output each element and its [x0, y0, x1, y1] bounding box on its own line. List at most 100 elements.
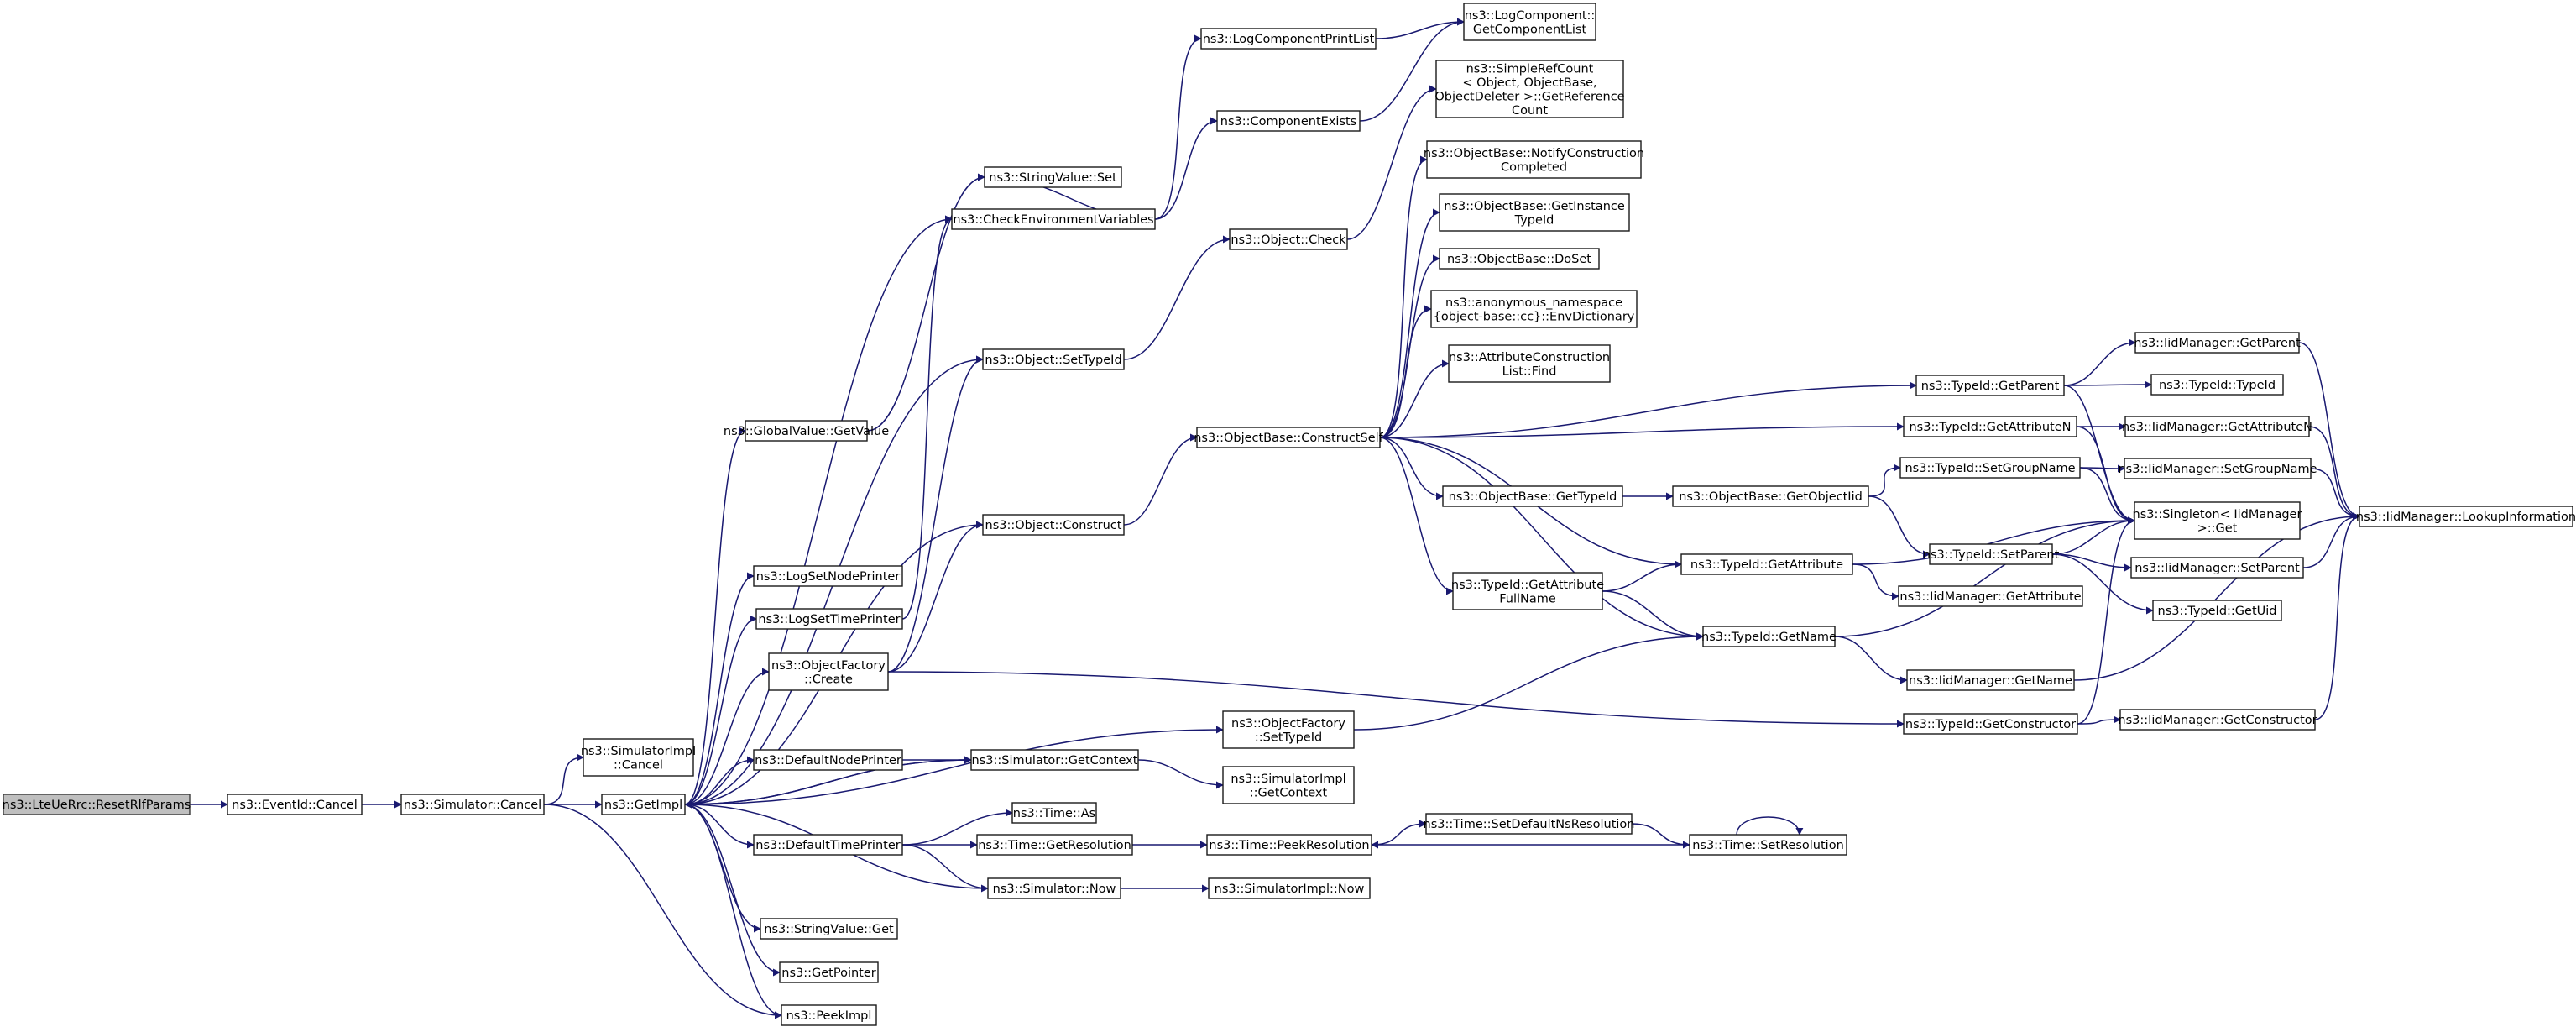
node-timegetres[interactable]: ns3::Time::GetResolution: [976, 834, 1133, 856]
node-simplerefcount[interactable]: ns3::SimpleRefCount< Object, ObjectBase,…: [1434, 60, 1625, 118]
node-tidgetuid[interactable]: ns3::TypeId::GetUid: [2152, 600, 2282, 621]
node-tidgetparent[interactable]: ns3::TypeId::GetParent: [1915, 375, 2065, 396]
node-label: ns3::TypeId::GetAttribute: [1690, 558, 1843, 572]
node-root[interactable]: ns3::LteUeRrc::ResetRlfParams: [3, 794, 191, 815]
node-box: [976, 834, 1133, 856]
node-tidgetattrn[interactable]: ns3::TypeId::GetAttributeN: [1903, 416, 2077, 437]
edge-getimpl-to-checkenv: [684, 215, 953, 805]
node-box: [1442, 485, 1623, 507]
call-nodes: ns3::LteUeRrc::ResetRlfParams ns3::EventI…: [3, 3, 2576, 1026]
node-label: ns3::Simulator::Cancel: [404, 799, 541, 812]
node-label: ns3::DefaultNodePrinter: [755, 754, 901, 767]
node-box: [1011, 802, 1097, 824]
edge-getimpl-to-getpointer: [684, 804, 781, 977]
node-box: [2119, 709, 2316, 731]
node-logcompgetlist[interactable]: ns3::LogComponent::GetComponentList: [1463, 3, 1596, 41]
node-iidgetparent[interactable]: ns3::IidManager::GetParent: [2134, 332, 2301, 354]
node-label: ns3::Time::PeekResolution: [1209, 839, 1369, 852]
node-svset[interactable]: ns3::StringValue::Set: [984, 166, 1122, 188]
node-tidtypeid[interactable]: ns3::TypeId::TypeId: [2150, 374, 2284, 396]
node-simcancel[interactable]: ns3::Simulator::Cancel: [400, 794, 545, 815]
node-getimpl[interactable]: ns3::GetImpl: [601, 794, 686, 815]
node-defnode[interactable]: ns3::DefaultNodePrinter: [753, 749, 903, 771]
node-obdoset[interactable]: ns3::ObjectBase::DoSet: [1439, 248, 1600, 270]
node-tidgetname[interactable]: ns3::TypeId::GetName: [1701, 626, 1837, 647]
node-simimplgetctx[interactable]: ns3::SimulatorImpl::GetContext: [1222, 766, 1355, 804]
node-obconstructself[interactable]: ns3::ObjectBase::ConstructSelf: [1194, 427, 1384, 448]
edge-tidgetname-to-iidgetname: [1834, 636, 1908, 684]
node-compexists[interactable]: ns3::ComponentExists: [1216, 110, 1361, 132]
node-label: ns3::IidManager::SetParent: [2134, 562, 2300, 575]
node-ofcreate[interactable]: ns3::ObjectFactory::Create: [768, 652, 889, 691]
edge-ofsettypeid-to-tidgetname: [1353, 632, 1704, 731]
node-simnow[interactable]: ns3::Simulator::Now: [987, 877, 1121, 899]
node-iidgetctor[interactable]: ns3::IidManager::GetConstructor: [2118, 709, 2317, 731]
node-label: ns3::ObjectBase::GetInstance: [1444, 200, 1625, 213]
node-label: ns3::Time::SetDefaultNsResolution: [1424, 818, 1635, 831]
node-box: [1448, 344, 1611, 383]
node-iidsetgroup[interactable]: ns3::IidManager::SetGroupName: [2118, 458, 2317, 479]
node-timepeekres[interactable]: ns3::Time::PeekResolution: [1206, 834, 1372, 856]
node-iidsetparent[interactable]: ns3::IidManager::SetParent: [2130, 557, 2304, 579]
node-obgettypeid[interactable]: ns3::ObjectBase::GetTypeId: [1442, 485, 1623, 507]
node-box: [1216, 110, 1361, 132]
node-box: [227, 794, 363, 815]
node-iidgetname[interactable]: ns3::IidManager::GetName: [1906, 669, 2075, 691]
edge-ofcreate-to-objconstruct: [887, 521, 984, 673]
node-label: ns3::IidManager::GetAttributeN: [2122, 421, 2312, 434]
node-tidgetctor[interactable]: ns3::TypeId::GetConstructor: [1903, 713, 2078, 735]
node-label: ns3::Object::Check: [1231, 233, 1346, 247]
node-label: ns3::CheckEnvironmentVariables: [953, 213, 1153, 227]
node-label: ns3::LogSetTimePrinter: [758, 613, 900, 626]
node-iidlookup[interactable]: ns3::IidManager::LookupInformation: [2356, 506, 2576, 527]
node-svget[interactable]: ns3::StringValue::Get: [760, 918, 898, 940]
node-logsetnode[interactable]: ns3::LogSetNodePrinter: [753, 565, 903, 587]
edge-iidgetctor-to-iidlookup: [2314, 512, 2360, 720]
node-label: ns3::TypeId::GetAttribute: [1451, 579, 1604, 592]
node-ofsettypeid[interactable]: ns3::ObjectFactory::SetTypeId: [1222, 710, 1355, 749]
node-box: [745, 420, 868, 442]
node-timeas[interactable]: ns3::Time::As: [1011, 802, 1097, 824]
node-simimplcancel[interactable]: ns3::SimulatorImpl::Cancel: [581, 738, 696, 777]
node-simgetctx[interactable]: ns3::Simulator::GetContext: [970, 749, 1139, 771]
node-obgetobjectiid[interactable]: ns3::ObjectBase::GetObjectIid: [1672, 485, 1869, 507]
node-box: [1439, 248, 1600, 270]
node-objconstruct[interactable]: ns3::Object::Construct: [982, 514, 1125, 536]
node-envdict[interactable]: ns3::anonymous_namespace{object-base::cc…: [1430, 290, 1638, 328]
node-logcompprint[interactable]: ns3::LogComponentPrintList: [1200, 28, 1377, 50]
node-getpointer[interactable]: ns3::GetPointer: [779, 961, 879, 983]
node-label: ns3::LogSetNodePrinter: [756, 570, 901, 584]
node-simimplnow[interactable]: ns3::SimulatorImpl::Now: [1208, 877, 1371, 899]
node-checkenv[interactable]: ns3::CheckEnvironmentVariables: [951, 208, 1156, 230]
node-obnotify[interactable]: ns3::ObjectBase::NotifyConstructionCompl…: [1424, 140, 1644, 179]
node-peekimpl[interactable]: ns3::PeekImpl: [781, 1004, 877, 1026]
node-objsettypeid[interactable]: ns3::Object::SetTypeId: [982, 348, 1125, 370]
node-objcheck[interactable]: ns3::Object::Check: [1229, 228, 1348, 250]
node-label: ns3::IidManager::SetGroupName: [2118, 463, 2317, 476]
node-label: ns3::TypeId::TypeId: [2159, 379, 2276, 392]
node-box: [1430, 290, 1638, 328]
node-timesetdefns[interactable]: ns3::Time::SetDefaultNsResolution: [1424, 813, 1635, 835]
node-label: ns3::TypeId::GetParent: [1921, 380, 2060, 393]
node-evcancel[interactable]: ns3::EventId::Cancel: [227, 794, 363, 815]
edge-tidgetname-to-singletonget: [1834, 516, 2135, 637]
node-gvgetvalue[interactable]: ns3::GlobalValue::GetValue: [724, 420, 889, 442]
node-label: ns3::ObjectBase::ConstructSelf: [1194, 432, 1383, 445]
node-iidgetattr[interactable]: ns3::IidManager::GetAttribute: [1898, 585, 2083, 607]
node-label: ns3::Object::Construct: [985, 519, 1122, 532]
edge-tidgetctor-to-singletonget: [2077, 516, 2135, 725]
node-tidsetparent[interactable]: ns3::TypeId::SetParent: [1923, 543, 2060, 565]
edge-simcancel-to-simimplcancel: [543, 753, 584, 805]
edge-obconstructself-to-tidgetattrn: [1379, 422, 1905, 438]
node-tidsetgroup[interactable]: ns3::TypeId::SetGroupName: [1899, 457, 2081, 479]
node-tidgetattr[interactable]: ns3::TypeId::GetAttribute: [1680, 553, 1853, 575]
node-iidgetattrn[interactable]: ns3::IidManager::GetAttributeN: [2122, 416, 2312, 437]
node-box: [755, 608, 903, 630]
node-logsettime[interactable]: ns3::LogSetTimePrinter: [755, 608, 903, 630]
node-deftime[interactable]: ns3::DefaultTimePrinter: [753, 834, 903, 856]
node-singletonget[interactable]: ns3::Singleton< IidManager>::Get: [2133, 501, 2302, 540]
node-timesetres[interactable]: ns3::Time::SetResolution: [1689, 834, 1847, 856]
